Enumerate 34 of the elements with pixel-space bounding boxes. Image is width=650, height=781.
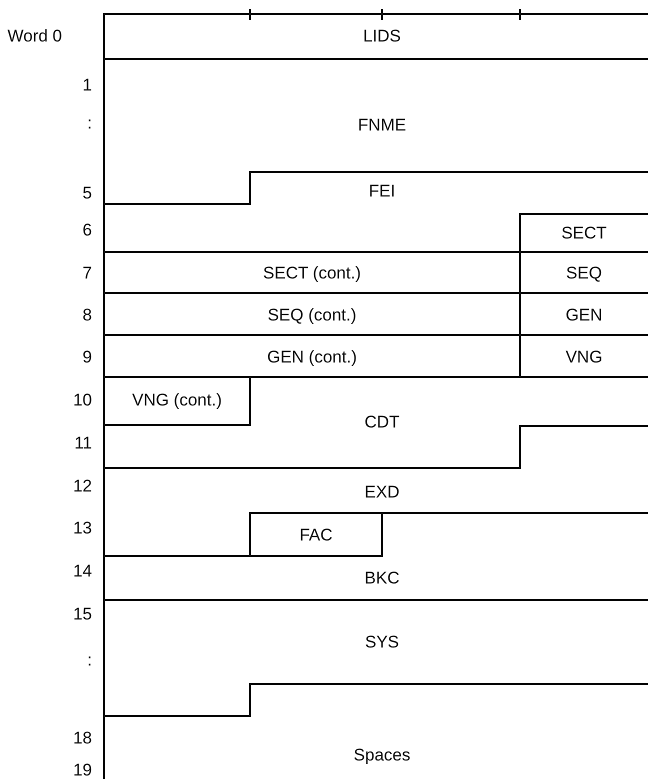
- word-number: 15: [73, 606, 92, 622]
- word-number: 7: [82, 264, 92, 282]
- field-name: FAC: [299, 526, 333, 544]
- field-name: CDT: [364, 414, 400, 430]
- field-name: EXD: [364, 484, 400, 500]
- field-name: SEQ (cont.): [268, 306, 356, 324]
- field-name: BKC: [364, 570, 400, 586]
- word-number: 8: [82, 306, 92, 324]
- word-number: :: [87, 652, 92, 668]
- field-name: Spaces: [354, 746, 410, 764]
- field-name: VNG (cont.): [132, 392, 222, 408]
- field-name: GEN (cont.): [267, 348, 357, 366]
- word-number: 5: [82, 184, 92, 202]
- field-name: SECT: [561, 224, 607, 242]
- word-number: Word 0: [8, 28, 62, 44]
- word-number: 13: [73, 520, 92, 536]
- field-name: GEN: [566, 306, 602, 324]
- field-name: SECT (cont.): [263, 264, 361, 282]
- field-name: FNME: [358, 116, 406, 134]
- word-number: 6: [82, 222, 92, 238]
- word-number: :: [87, 114, 92, 132]
- field-name: VNG: [566, 348, 602, 366]
- field-name: LIDS: [363, 28, 401, 44]
- word-number: 10: [73, 392, 92, 408]
- word-number: 9: [82, 348, 92, 366]
- word-number: 11: [74, 434, 92, 452]
- word-number: 18: [73, 730, 92, 746]
- field-name: FEI: [368, 182, 396, 200]
- field-name: SYS: [364, 634, 400, 650]
- word-number: 1: [82, 76, 92, 94]
- field-name: SEQ: [566, 264, 602, 282]
- word-number: 19: [73, 762, 92, 778]
- word-number: 14: [73, 562, 92, 580]
- word-number: 12: [73, 478, 92, 494]
